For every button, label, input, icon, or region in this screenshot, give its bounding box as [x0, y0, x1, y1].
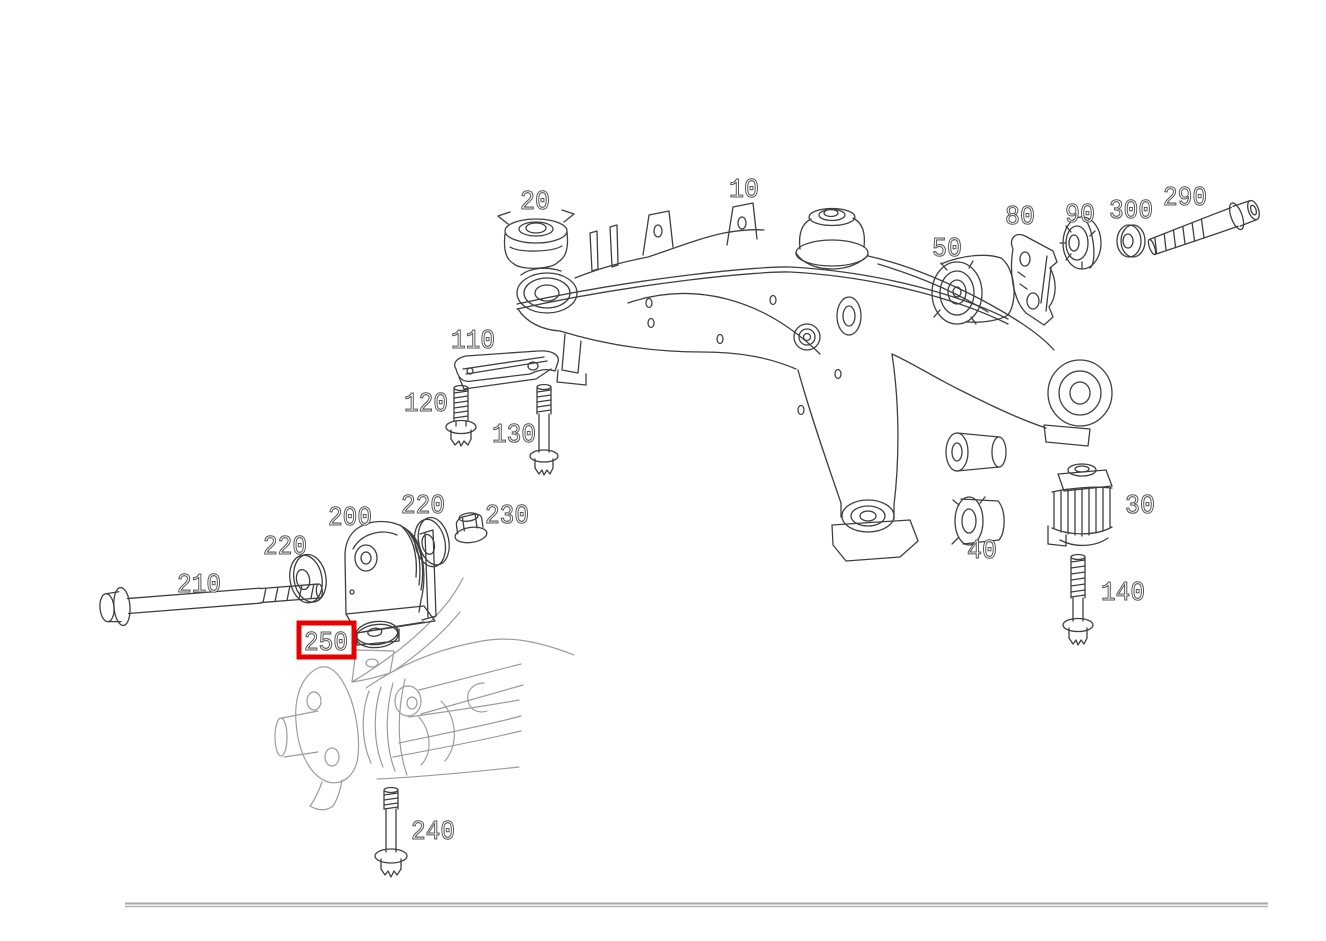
subframe-art [516, 202, 1113, 562]
part-300-washer-art [1116, 224, 1146, 258]
part-110-bracket-art [453, 350, 559, 390]
callout-290[interactable]: 290 [1162, 183, 1207, 214]
part-140-bolt-art [1062, 553, 1094, 646]
callout-30[interactable]: 30 [1124, 491, 1155, 522]
callout-10[interactable]: 10 [728, 175, 759, 206]
part-220-upper-washer-art [413, 516, 450, 568]
callout-200[interactable]: 200 [327, 503, 372, 534]
callout-220-left[interactable]: 220 [262, 532, 307, 563]
callout-80[interactable]: 80 [1004, 202, 1035, 233]
part-200-mount-art [344, 520, 437, 646]
part-220-left-washer-art [289, 553, 327, 604]
part-240-bolt-art [374, 786, 408, 878]
callout-250-selected[interactable]: 250 [303, 628, 348, 659]
callout-220-upper[interactable]: 220 [400, 491, 445, 522]
callout-140[interactable]: 140 [1100, 578, 1145, 609]
part-30-mount-art [1047, 463, 1113, 547]
part-120-bolt-art [445, 384, 477, 447]
part-50-bushing-art [931, 254, 1015, 325]
highlight-box-250 [296, 620, 357, 660]
callout-20[interactable]: 20 [519, 187, 550, 218]
callout-40[interactable]: 40 [966, 536, 997, 567]
footer-divider [125, 902, 1268, 908]
part-20-bushing-art [497, 209, 575, 269]
axle-housing-ghost-art [274, 577, 575, 811]
callout-240[interactable]: 240 [410, 817, 455, 848]
callout-90[interactable]: 90 [1064, 200, 1095, 231]
callout-230[interactable]: 230 [484, 501, 529, 532]
part-210-bolt-art [99, 583, 324, 627]
callout-210[interactable]: 210 [176, 570, 221, 601]
part-250-washer-art [355, 620, 399, 649]
callout-130[interactable]: 130 [491, 420, 536, 451]
callout-110[interactable]: 110 [450, 326, 495, 357]
part-130-bolt-art [529, 383, 559, 476]
callout-300[interactable]: 300 [1108, 196, 1153, 227]
part-290-bolt-art [1147, 199, 1260, 256]
part-80-bracket-art [1010, 233, 1058, 326]
callout-120[interactable]: 120 [403, 389, 448, 420]
part-230-nut-art [454, 512, 488, 544]
part-90-disc-art [1059, 216, 1102, 270]
callout-50[interactable]: 50 [931, 234, 962, 265]
part-40-sleeve-art [951, 496, 1005, 546]
callout-labels: 10 20 50 80 90 300 290 110 120 130 200 2… [176, 175, 1207, 848]
